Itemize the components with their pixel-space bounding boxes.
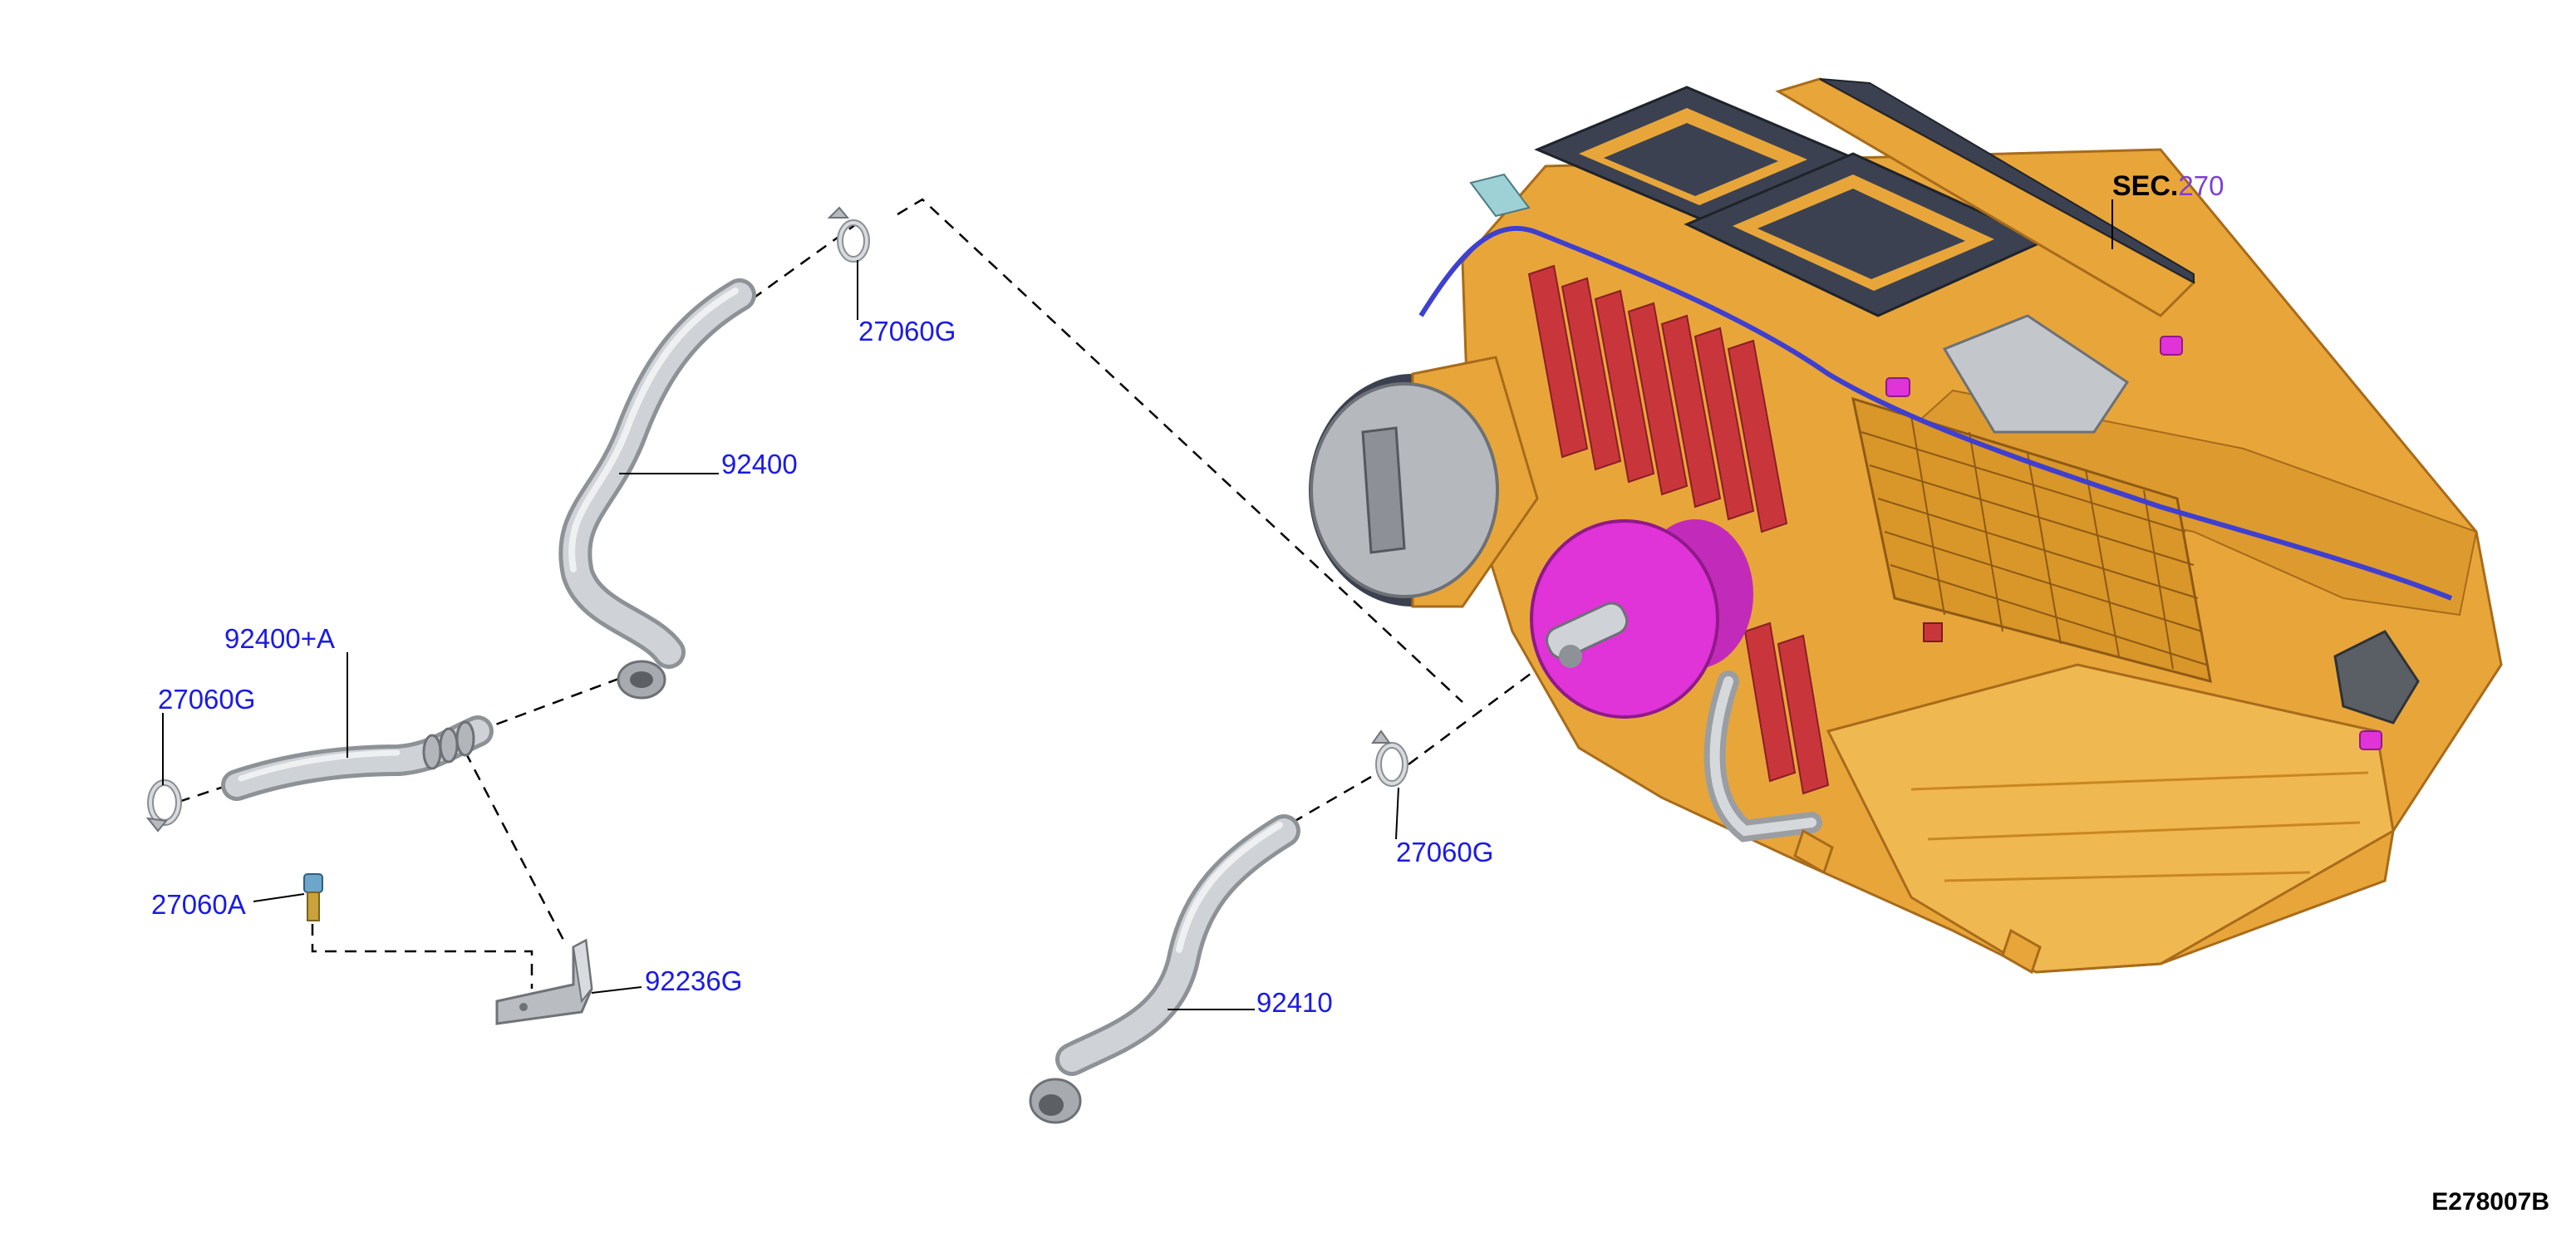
assembly-line-left	[178, 663, 657, 803]
callout-27060g-left: 27060G	[158, 684, 255, 715]
heater-hose-short	[221, 715, 494, 801]
heater-hose-upper	[558, 278, 756, 700]
leader-92236g	[591, 986, 642, 994]
blower-motor	[1530, 519, 1753, 719]
wiring-harness	[1418, 226, 2453, 601]
callout-sec-270: SEC.270	[2112, 170, 2224, 202]
callout-92400a: 92400+A	[224, 623, 335, 654]
callout-92400: 92400	[721, 449, 798, 479]
hose-clamp-top	[827, 206, 870, 263]
heater-hose-lower	[1029, 814, 1300, 1124]
leader-lines	[162, 199, 2113, 1010]
callout-92410: 92410	[1256, 987, 1333, 1018]
callout-27060g-top: 27060G	[858, 316, 956, 346]
evaporator-fins	[1527, 264, 1830, 795]
leader-27060a	[253, 893, 305, 902]
heater-unit-assembly	[1309, 77, 2503, 975]
assembly-line-sensor	[311, 924, 533, 989]
assembly-line-lower	[1291, 655, 1555, 824]
figure-id: E278007B	[2431, 1188, 2549, 1216]
sec-prefix: SEC.	[2112, 170, 2178, 202]
hose-bracket	[495, 938, 593, 1025]
hose-sensor	[303, 873, 323, 921]
callout-27060g-mid: 27060G	[1396, 837, 1493, 867]
callout-92236g: 92236G	[645, 965, 742, 996]
sec-number: 270	[2178, 170, 2224, 201]
leader-27060g-mid	[1395, 787, 1399, 840]
callout-27060a: 27060A	[151, 889, 246, 920]
assembly-line-bracket	[464, 751, 567, 944]
hose-clamp-mid	[1371, 729, 1408, 787]
hose-clamp-left	[145, 779, 182, 833]
